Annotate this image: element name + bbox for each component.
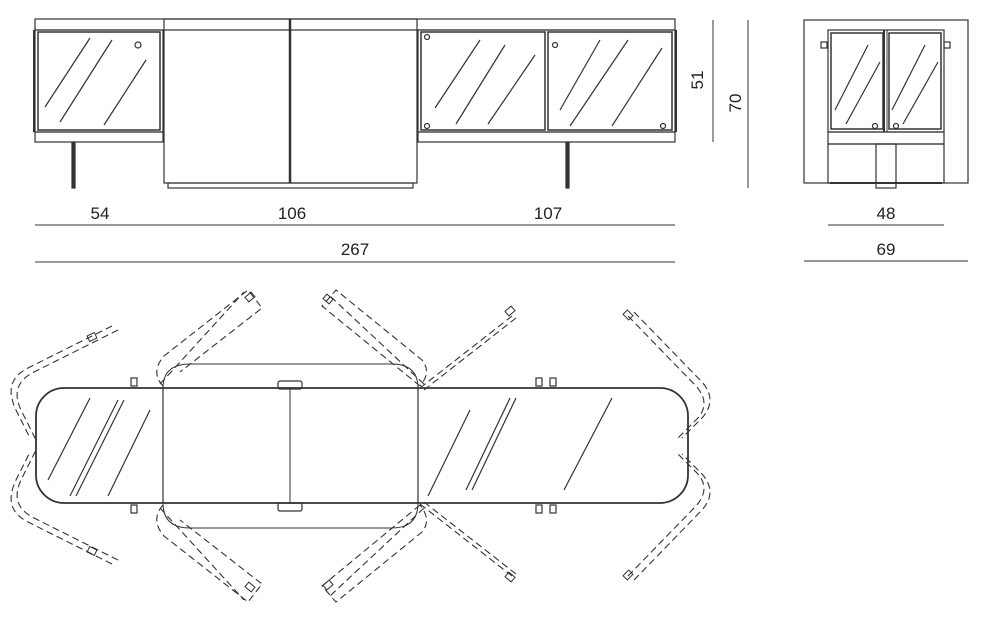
left-glass-cabinet: [33, 29, 164, 189]
dim-label-depth-inner: 48: [877, 204, 896, 223]
dim-label-width-total: 267: [341, 240, 369, 259]
dim-label-depth-total: 69: [877, 240, 896, 259]
right-glass-cabinet: [417, 29, 677, 189]
swing-tabs: [86, 291, 634, 593]
dim-label-width-left: 54: [91, 204, 110, 223]
front-elevation: [33, 18, 677, 263]
plan-body: [35, 387, 689, 504]
dim-label-height-total: 70: [726, 94, 745, 113]
dim-label-width-right: 107: [534, 204, 562, 223]
center-door-cabinet: [163, 18, 418, 189]
top-slab: [34, 18, 676, 31]
side-elevation: [803, 19, 969, 262]
dim-label-width-center: 106: [278, 204, 306, 223]
door-swing-paths: [10, 289, 711, 603]
dim-label-height-inner: 51: [688, 71, 707, 90]
plan-view: [35, 363, 689, 529]
